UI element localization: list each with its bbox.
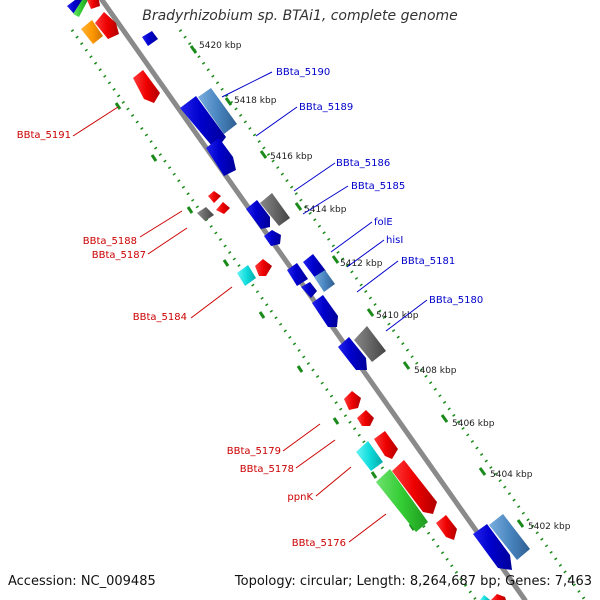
gene-arrow[interactable]: [87, 0, 100, 9]
gene-arrow[interactable]: [491, 594, 506, 600]
svg-text:5412 kbp: 5412 kbp: [340, 259, 383, 269]
svg-text:5404 kbp: 5404 kbp: [490, 470, 533, 480]
kbp-tick: 5404 kbp: [478, 467, 533, 480]
gene-arrow[interactable]: [480, 595, 490, 600]
gene-arrow[interactable]: [357, 410, 374, 426]
kbp-tick: 5418 kbp: [224, 96, 277, 106]
gene-arrow[interactable]: [237, 265, 256, 286]
gene-arrow[interactable]: [356, 441, 383, 471]
gene-arrow[interactable]: [133, 70, 160, 103]
gene-arrow[interactable]: [260, 193, 290, 226]
kbp-tick: 5410 kbp: [366, 308, 419, 321]
gene-arrow[interactable]: [95, 12, 119, 39]
svg-text:5402 kbp: 5402 kbp: [528, 522, 571, 532]
gene-arrow[interactable]: [197, 207, 214, 221]
gene-arrow[interactable]: [436, 515, 457, 540]
kbp-tick: 5408 kbp: [402, 361, 457, 376]
gene-arrow[interactable]: [198, 88, 237, 134]
gene-arrow[interactable]: [374, 431, 398, 459]
svg-text:5418 kbp: 5418 kbp: [234, 96, 277, 106]
gene-arrow[interactable]: [489, 514, 530, 560]
gene-arrow[interactable]: [67, 0, 83, 15]
kbp-tick: 5420 kbp: [189, 41, 242, 54]
svg-text:5408 kbp: 5408 kbp: [414, 366, 457, 376]
gene-arrow[interactable]: [473, 524, 512, 570]
gene-arrow[interactable]: [81, 20, 103, 44]
gene-label[interactable]: BBta_5176: [292, 538, 346, 549]
left-label-texts: BBta_5191 BBta_5188 BBta_5187 BBta_5184 …: [17, 130, 346, 549]
kbp-tick: 5412 kbp: [331, 255, 383, 269]
gene-arrow[interactable]: [338, 337, 367, 370]
gene-arrow[interactable]: [246, 200, 270, 229]
svg-text:5420 kbp: 5420 kbp: [199, 41, 242, 51]
svg-text:5406 kbp: 5406 kbp: [452, 419, 495, 429]
svg-text:5416 kbp: 5416 kbp: [270, 152, 313, 162]
gene-label[interactable]: hisI: [386, 235, 403, 246]
kbp-tick: 5416 kbp: [259, 150, 313, 162]
gene-arrow[interactable]: [255, 259, 272, 276]
gene-arrow[interactable]: [180, 96, 226, 146]
genome-backbone: [99, 0, 528, 600]
gene-arrow[interactable]: [303, 254, 326, 279]
gene-arrow[interactable]: [142, 31, 158, 46]
accession-text: Accession: NC_009485: [8, 574, 156, 589]
gene-label[interactable]: BBta_5181: [401, 256, 455, 267]
gene-label[interactable]: BBta_5187: [92, 250, 146, 261]
gene-label[interactable]: BBta_5190: [276, 67, 330, 78]
right-gene-labels: [221, 71, 428, 332]
gene-arrow[interactable]: [216, 202, 230, 214]
gene-arrow[interactable]: [392, 460, 437, 514]
gene-arrow[interactable]: [206, 138, 236, 176]
kbp-ticks: 5420 kbp 5418 kbp 5416 kbp 5414 kbp 5412…: [189, 41, 571, 532]
kbp-tick: 5414 kbp: [294, 202, 347, 215]
kbp-tick: 5402 kbp: [516, 519, 571, 532]
gene-label[interactable]: BBta_5186: [336, 158, 390, 169]
gene-arrow[interactable]: [73, 0, 88, 17]
gene-arrow[interactable]: [208, 191, 221, 203]
gene-arrow[interactable]: [314, 270, 335, 292]
gene-label[interactable]: BBta_5191: [17, 130, 71, 141]
gene-arrow[interactable]: [354, 326, 386, 362]
gene-label[interactable]: BBta_5189: [299, 102, 353, 113]
gene-arrow[interactable]: [312, 295, 338, 327]
gene-label[interactable]: BBta_5179: [227, 446, 281, 457]
right-label-texts: BBta_5190 BBta_5189 BBta_5186 BBta_5185 …: [276, 67, 483, 306]
gene-label[interactable]: BBta_5180: [429, 295, 483, 306]
left-gene-labels: [72, 106, 387, 543]
gene-label[interactable]: BBta_5188: [83, 236, 137, 247]
genes-left: [67, 0, 506, 600]
gene-label[interactable]: BBta_5178: [240, 464, 294, 475]
gene-label[interactable]: folE: [374, 217, 393, 228]
gene-arrow[interactable]: [264, 230, 281, 246]
gene-arrow[interactable]: [287, 263, 308, 286]
gene-label[interactable]: BBta_5185: [351, 181, 405, 192]
gene-arrow[interactable]: [344, 391, 361, 410]
gene-label[interactable]: ppnK: [287, 492, 313, 503]
gene-arrow[interactable]: [301, 282, 317, 298]
map-title: Bradyrhizobium sp. BTAi1, complete genom…: [142, 8, 458, 24]
svg-text:5414 kbp: 5414 kbp: [304, 205, 347, 215]
topology-text: Topology: circular; Length: 8,264,687 bp…: [234, 574, 592, 589]
kbp-tick: 5406 kbp: [440, 414, 495, 429]
svg-text:5410 kbp: 5410 kbp: [376, 311, 419, 321]
gene-arrow[interactable]: [376, 469, 428, 532]
gene-label[interactable]: BBta_5184: [133, 312, 187, 323]
genes-right: [142, 31, 530, 570]
